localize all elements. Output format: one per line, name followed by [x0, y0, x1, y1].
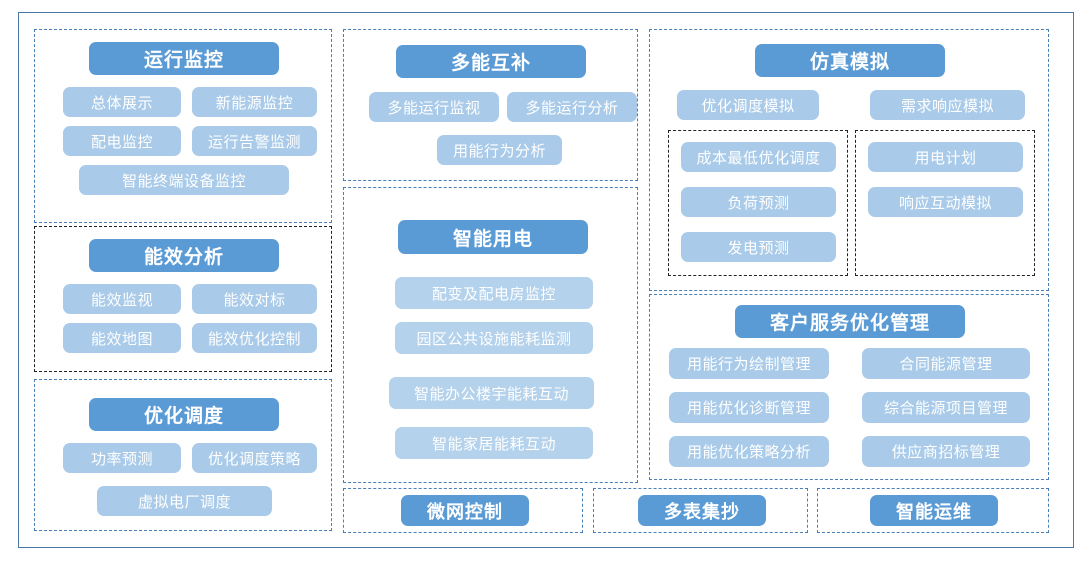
item-zhineng-jiaju-nenghao-hudong[interactable]: 智能家居能耗互动 — [395, 427, 593, 459]
group-yunxing-jiankong: 运行监控 总体展示 新能源监控 配电监控 运行告警监测 智能终端设备监控 — [34, 29, 332, 223]
group-title-fangzhen-moni: 仿真模拟 — [755, 44, 945, 77]
group-title-duobiao-jichao[interactable]: 多表集抄 — [638, 495, 766, 526]
group-weiwang-kongzhi: 微网控制 — [343, 488, 583, 533]
item-nengxiao-duibiao[interactable]: 能效对标 — [192, 284, 317, 314]
item-xuni-dianchang-diaodu[interactable]: 虚拟电厂调度 — [97, 486, 272, 516]
item-gonglv-yuce[interactable]: 功率预测 — [63, 443, 181, 473]
group-zhineng-yunwei: 智能运维 — [817, 488, 1049, 533]
item-youhua-diaodu-celve[interactable]: 优化调度策略 — [192, 443, 317, 473]
item-yunxing-gaojing-jiance[interactable]: 运行告警监测 — [192, 126, 317, 156]
item-chengben-zuidi-youhua-diaodu[interactable]: 成本最低优化调度 — [681, 142, 836, 172]
item-zhineng-bangong-louyu-nenghao-hudong[interactable]: 智能办公楼宇能耗互动 — [389, 377, 594, 409]
item-yongneng-youhua-celve-fenxi[interactable]: 用能优化策略分析 — [669, 436, 829, 467]
item-youhua-diaodu-moni[interactable]: 优化调度模拟 — [677, 90, 819, 120]
subgroup-fangzhen-right: 用电计划 响应互动模拟 — [855, 130, 1035, 276]
item-xiangying-hudong-moni[interactable]: 响应互动模拟 — [868, 187, 1023, 217]
item-fadian-yuce[interactable]: 发电预测 — [681, 232, 836, 262]
item-zongti-zhanshi[interactable]: 总体展示 — [63, 87, 181, 117]
item-nengxiao-ditu[interactable]: 能效地图 — [63, 323, 181, 353]
item-duoneng-yunxing-fenxi[interactable]: 多能运行分析 — [507, 92, 637, 122]
group-title-yunxing-jiankong: 运行监控 — [89, 42, 279, 75]
item-fuhe-yuce[interactable]: 负荷预测 — [681, 187, 836, 217]
item-peidian-jiankong[interactable]: 配电监控 — [63, 126, 181, 156]
item-yongdian-jihua[interactable]: 用电计划 — [868, 142, 1023, 172]
group-title-zhineng-yongdian: 智能用电 — [398, 220, 588, 254]
group-title-youhua-diaodu: 优化调度 — [89, 398, 279, 431]
item-peibian-ji-peidianfang-jiankong[interactable]: 配变及配电房监控 — [395, 277, 593, 309]
item-zhineng-zhongduan-shebei-jiankong[interactable]: 智能终端设备监控 — [79, 165, 289, 195]
group-title-zhineng-yunwei[interactable]: 智能运维 — [870, 495, 998, 526]
item-nengxiao-jianshi[interactable]: 能效监视 — [63, 284, 181, 314]
item-zonghe-nengyuan-xiangmu-guanli[interactable]: 综合能源项目管理 — [862, 392, 1030, 423]
group-title-weiwang-kongzhi[interactable]: 微网控制 — [401, 495, 529, 526]
group-kehu-fuwu-youhua-guanli: 客户服务优化管理 用能行为绘制管理 合同能源管理 用能优化诊断管理 综合能源项目… — [649, 294, 1049, 480]
group-youhua-diaodu: 优化调度 功率预测 优化调度策略 虚拟电厂调度 — [34, 379, 332, 531]
item-nengxiao-youhua-kongzhi[interactable]: 能效优化控制 — [192, 323, 317, 353]
group-title-duoneng-hubu: 多能互补 — [396, 45, 586, 78]
item-yongneng-xingwei-fenxi[interactable]: 用能行为分析 — [437, 135, 562, 165]
item-yuanqu-gonggong-sheshi-nenghao-jiance[interactable]: 园区公共设施能耗监测 — [395, 322, 593, 354]
subgroup-fangzhen-left: 成本最低优化调度 负荷预测 发电预测 — [668, 130, 848, 276]
group-nengxiao-fenxi: 能效分析 能效监视 能效对标 能效地图 能效优化控制 — [34, 226, 332, 372]
item-yongneng-youhua-zhenduan-guanli[interactable]: 用能优化诊断管理 — [669, 392, 829, 423]
group-fangzhen-moni: 仿真模拟 优化调度模拟 需求响应模拟 成本最低优化调度 负荷预测 发电预测 用电… — [649, 29, 1049, 291]
item-gongyingshang-zhaobiao-guanli[interactable]: 供应商招标管理 — [862, 436, 1030, 467]
group-zhineng-yongdian: 智能用电 配变及配电房监控 园区公共设施能耗监测 智能办公楼宇能耗互动 智能家居… — [343, 187, 638, 483]
item-xinnengyuan-jiankong[interactable]: 新能源监控 — [192, 87, 317, 117]
architecture-diagram-frame: 运行监控 总体展示 新能源监控 配电监控 运行告警监测 智能终端设备监控 能效分… — [18, 12, 1074, 548]
group-duobiao-jichao: 多表集抄 — [593, 488, 808, 533]
item-duoneng-yunxing-jianshi[interactable]: 多能运行监视 — [369, 92, 499, 122]
group-title-kehu-fuwu-youhua-guanli: 客户服务优化管理 — [735, 305, 965, 338]
item-xuqiu-xiangying-moni[interactable]: 需求响应模拟 — [870, 90, 1025, 120]
group-duoneng-hubu: 多能互补 多能运行监视 多能运行分析 用能行为分析 — [343, 29, 638, 181]
item-hetong-nengyuan-guanli[interactable]: 合同能源管理 — [862, 348, 1030, 379]
group-title-nengxiao-fenxi: 能效分析 — [89, 239, 279, 272]
item-yongneng-xingwei-huizhi-guanli[interactable]: 用能行为绘制管理 — [669, 348, 829, 379]
